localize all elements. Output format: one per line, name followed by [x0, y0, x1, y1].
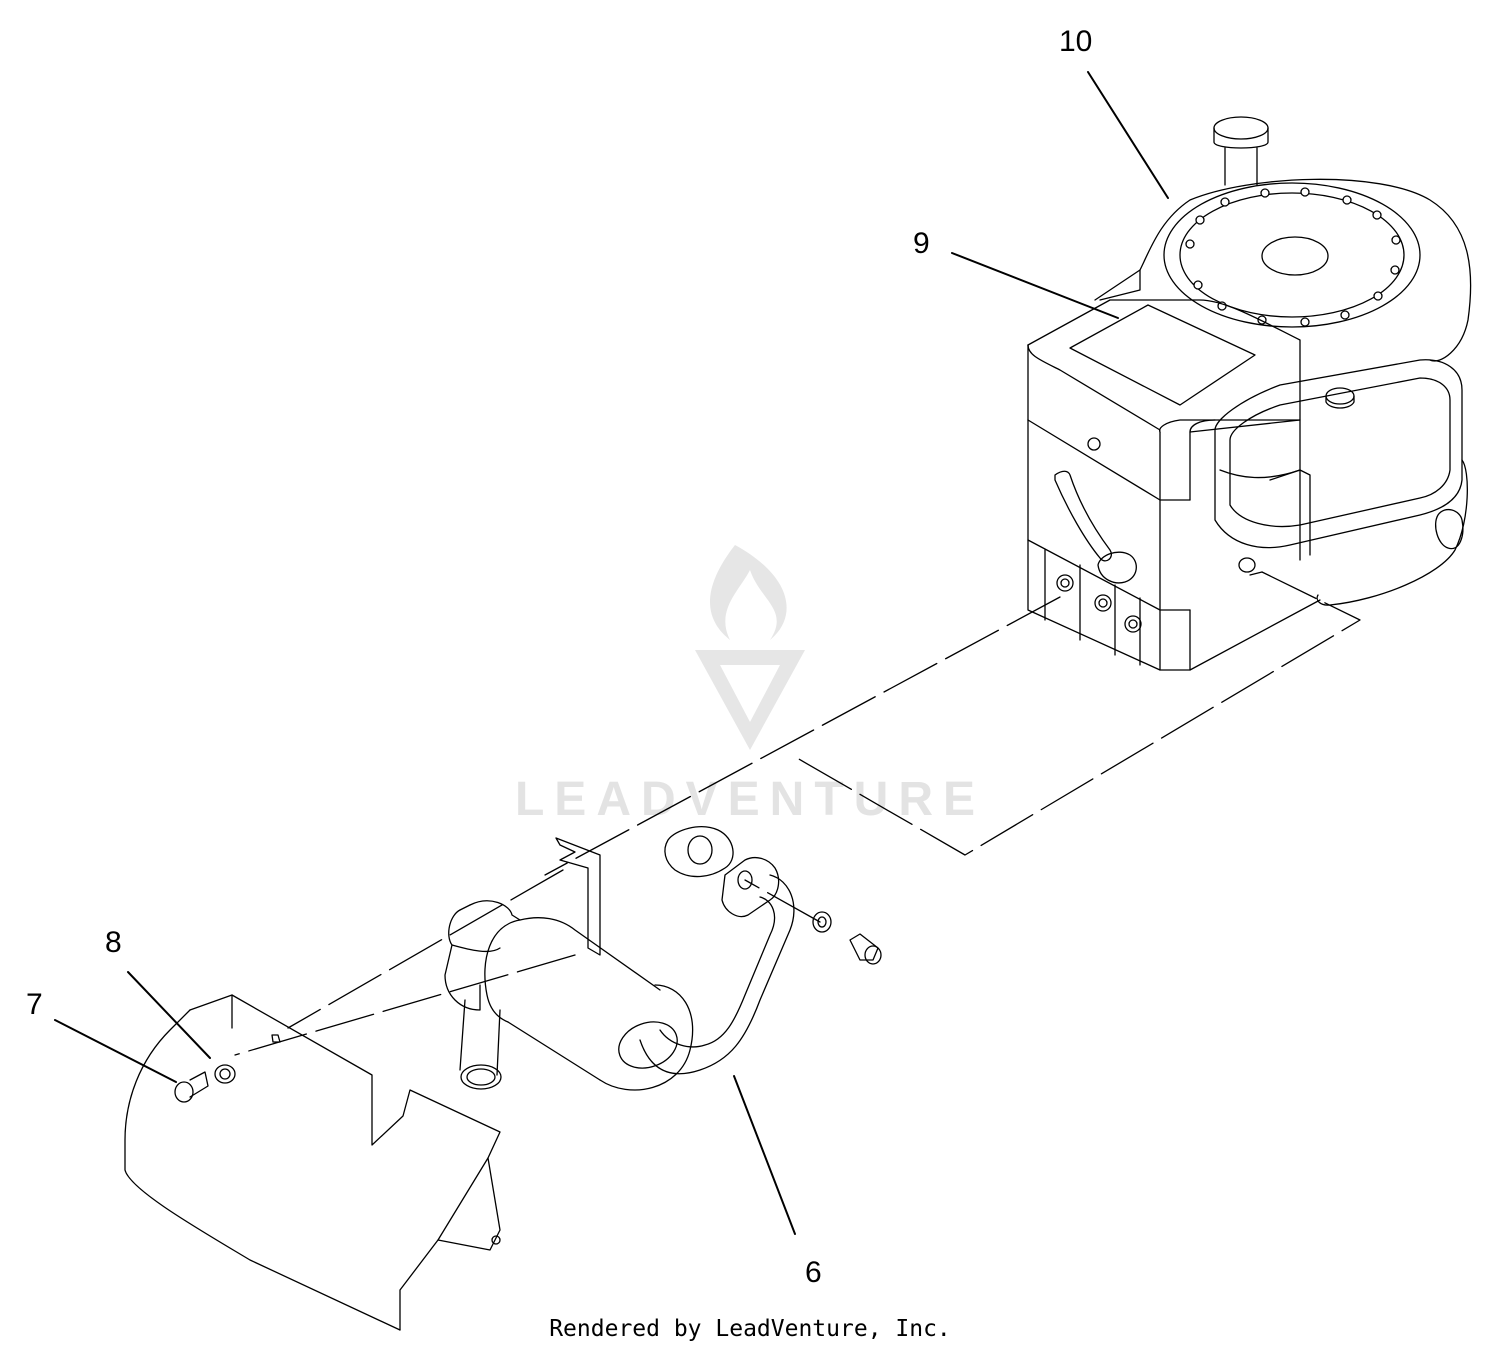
assembly-projection-lines: [234, 571, 1361, 1056]
guard-screw-and-washer: [174, 1064, 236, 1103]
engine-assembly: [1027, 116, 1472, 671]
callout-8: 8: [105, 926, 122, 959]
callout-10: 10: [1059, 25, 1093, 58]
muffler-screw-and-washer: [812, 911, 882, 965]
callout-leader-lines: [54, 71, 1169, 1235]
muffler-assembly: [444, 826, 795, 1091]
callout-9: 9: [913, 227, 930, 260]
callout-6: 6: [805, 1256, 822, 1289]
render-credit: Rendered by LeadVenture, Inc.: [549, 1316, 951, 1342]
muffler-guard: [124, 994, 501, 1331]
callout-7: 7: [26, 988, 43, 1021]
